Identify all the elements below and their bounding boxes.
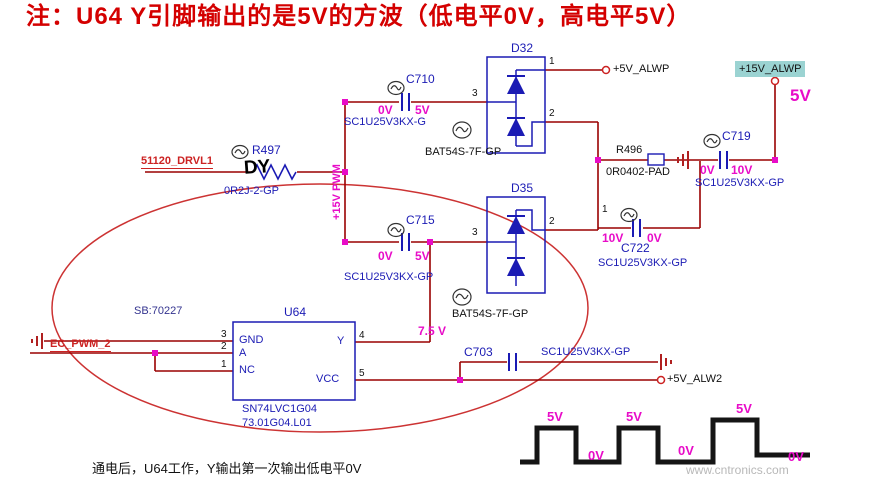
u64-ref: U64 [284, 305, 307, 319]
wave-low-label: 0V [588, 448, 604, 463]
c710-part: SC1U25V3KX-G [344, 116, 426, 128]
d32-ref: D32 [511, 41, 534, 55]
u64-part: SN74LVC1G04 [242, 403, 318, 415]
net-label-15v-alwp: +15V_ALWP [735, 61, 806, 78]
r497-ref: R497 [252, 143, 281, 157]
net-connector-icons [601, 65, 780, 385]
c710-v-left: 0V [378, 103, 393, 117]
c703-part: SC1U25V3KX-GP [541, 346, 631, 358]
net-label-5v-alwp: +5V_ALWP [613, 63, 670, 75]
bottom-note: 通电后，U64工作，Y输出第一次输出低电平0V [92, 461, 362, 476]
u64-pin-gnd: GND [239, 334, 264, 346]
highlight-ellipse [51, 183, 589, 433]
c722-v-right: 0V [647, 231, 662, 245]
u64-num-gnd: 3 [221, 329, 227, 340]
u64-symbol [232, 321, 356, 401]
c715-part: SC1U25V3KX-GP [344, 271, 434, 283]
c710-ref: C710 [406, 72, 435, 86]
net-label-ec-pwm2: EC_PWM_2 [50, 338, 111, 353]
u64-num-vcc: 5 [359, 368, 365, 379]
qc-stamp-icons [231, 80, 721, 306]
d35-pin-3: 3 [472, 227, 478, 238]
r496-symbol [647, 153, 665, 166]
d32-symbol [486, 56, 546, 154]
rail-voltage-annotation: 5V [790, 86, 811, 105]
u64-pin-y: Y [337, 335, 345, 347]
u64-code: 73.01G04.L01 [242, 417, 312, 429]
watermark: www.cntronics.com [686, 463, 789, 477]
c710-v-right: 5V [415, 103, 430, 117]
handwritten-dy: DY [243, 156, 272, 179]
c715-v-right: 5V [415, 249, 430, 263]
wires [30, 69, 776, 381]
c715-ref: C715 [406, 213, 435, 227]
u64-pin-nc: NC [239, 364, 255, 376]
wave-high-label: 5V [736, 401, 752, 416]
u64-num-a: 2 [221, 341, 227, 352]
c722-ref: C722 [621, 241, 650, 255]
r497-part: 0R2J-2-GP [224, 185, 280, 197]
c719-v-left: 0V [700, 163, 715, 177]
u64-pin-a: A [239, 347, 247, 359]
c722-v-left: 10V [602, 231, 624, 245]
u64-pin-vcc: VCC [316, 373, 340, 385]
y-voltage-annotation: 7.5 V [418, 324, 447, 338]
wave-low-label: 0V [788, 449, 804, 464]
c719-part: SC1U25V3KX-GP [695, 177, 785, 189]
sb-note: SB:70227 [134, 305, 183, 317]
r496-part: 0R0402-PAD [606, 166, 670, 178]
d32-pin-3: 3 [472, 88, 478, 99]
c722-part: SC1U25V3KX-GP [598, 257, 688, 269]
r497-symbol [252, 163, 297, 181]
net-label-drvl1: 51120_DRVL1 [141, 155, 213, 170]
net-label-15v-pwm: +15V PWM [330, 164, 343, 221]
d35-pin-2: 2 [549, 216, 555, 227]
d35-symbol [486, 196, 546, 294]
d35-part: BAT54S-7F-GP [452, 308, 529, 320]
junction-dots [152, 99, 778, 383]
d32-pin-2: 2 [549, 108, 555, 119]
net-label-5v-alw2: +5V_ALW2 [667, 373, 723, 385]
square-wave [520, 417, 810, 465]
wave-high-label: 5V [547, 409, 563, 424]
d32-pin-1: 1 [549, 56, 555, 67]
wave-low-label: 0V [678, 443, 694, 458]
c719-ref: C719 [722, 129, 751, 143]
d35-pin-1: 1 [602, 204, 608, 215]
c719-v-right: 10V [731, 163, 753, 177]
u64-num-y: 4 [359, 330, 365, 341]
r496-ref: R496 [616, 144, 643, 156]
page-title: 注：U64 Y引脚输出的是5V的方波（低电平0V，高电平5V） [26, 3, 692, 30]
d32-part: BAT54S-7F-GP [425, 146, 502, 158]
u64-num-nc: 1 [221, 359, 227, 370]
c715-v-left: 0V [378, 249, 393, 263]
wave-high-label: 5V [626, 409, 642, 424]
d35-ref: D35 [511, 181, 534, 195]
ground-icon [31, 151, 689, 370]
c703-ref: C703 [464, 345, 493, 359]
capacitor-symbols [401, 93, 728, 371]
